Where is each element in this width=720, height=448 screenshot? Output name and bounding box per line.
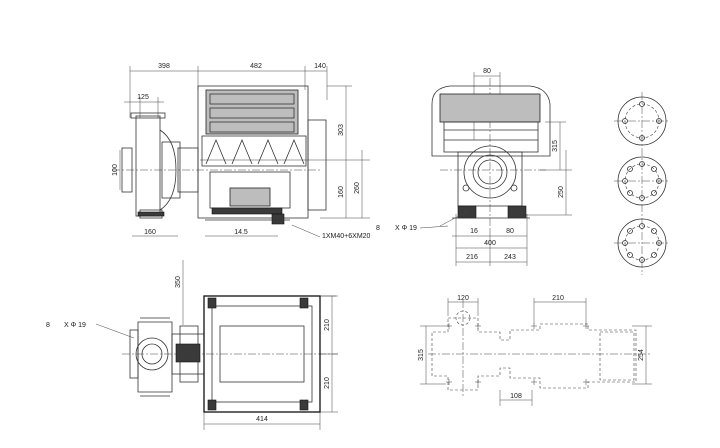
dim-120: 120 [457, 295, 469, 302]
hole-count-front: 8 [376, 225, 380, 232]
dim-16: 16 [470, 228, 478, 235]
hole-label-top: X Φ 19 [64, 322, 86, 329]
flange-details [614, 92, 670, 275]
dim-260: 260 [354, 182, 361, 194]
dim-100: 100 [112, 164, 119, 176]
dim-414: 414 [256, 416, 268, 423]
dim-210-upper: 210 [324, 319, 331, 331]
dim-398: 398 [158, 63, 170, 70]
dim-303: 303 [338, 124, 345, 136]
dim-254: 254 [638, 349, 645, 361]
dim-160-vertical: 160 [338, 186, 345, 198]
flange-bottom [614, 218, 670, 268]
flange-top [614, 96, 670, 146]
front-view [431, 72, 572, 266]
top-view [95, 260, 338, 430]
dim-160-horizontal: 160 [144, 229, 156, 236]
dim-315-base: 315 [418, 349, 425, 361]
base-bolt-holes [446, 323, 589, 385]
dim-14-5: 14.5 [234, 229, 248, 236]
side-view [112, 66, 370, 238]
dim-210-base: 210 [552, 295, 564, 302]
dim-216: 216 [466, 254, 478, 261]
dim-108: 108 [510, 393, 522, 400]
dim-482: 482 [250, 63, 262, 70]
dim-350: 350 [175, 276, 182, 288]
flange-middle [614, 156, 670, 206]
dim-210-lower: 210 [324, 377, 331, 389]
base-view [420, 298, 652, 406]
dim-80-top: 80 [483, 68, 491, 75]
cable-entry-label: 1XM40+6XM20 [322, 233, 371, 240]
hole-label-front: X Φ 19 [395, 225, 417, 232]
dim-140: 140 [314, 63, 326, 70]
dim-250: 250 [558, 186, 565, 198]
dim-125: 125 [137, 94, 149, 101]
dim-400: 400 [484, 240, 496, 247]
dim-243: 243 [504, 254, 516, 261]
dim-315: 315 [552, 140, 559, 152]
dim-80-bottom: 80 [506, 228, 514, 235]
hole-count-top: 8 [46, 322, 50, 329]
